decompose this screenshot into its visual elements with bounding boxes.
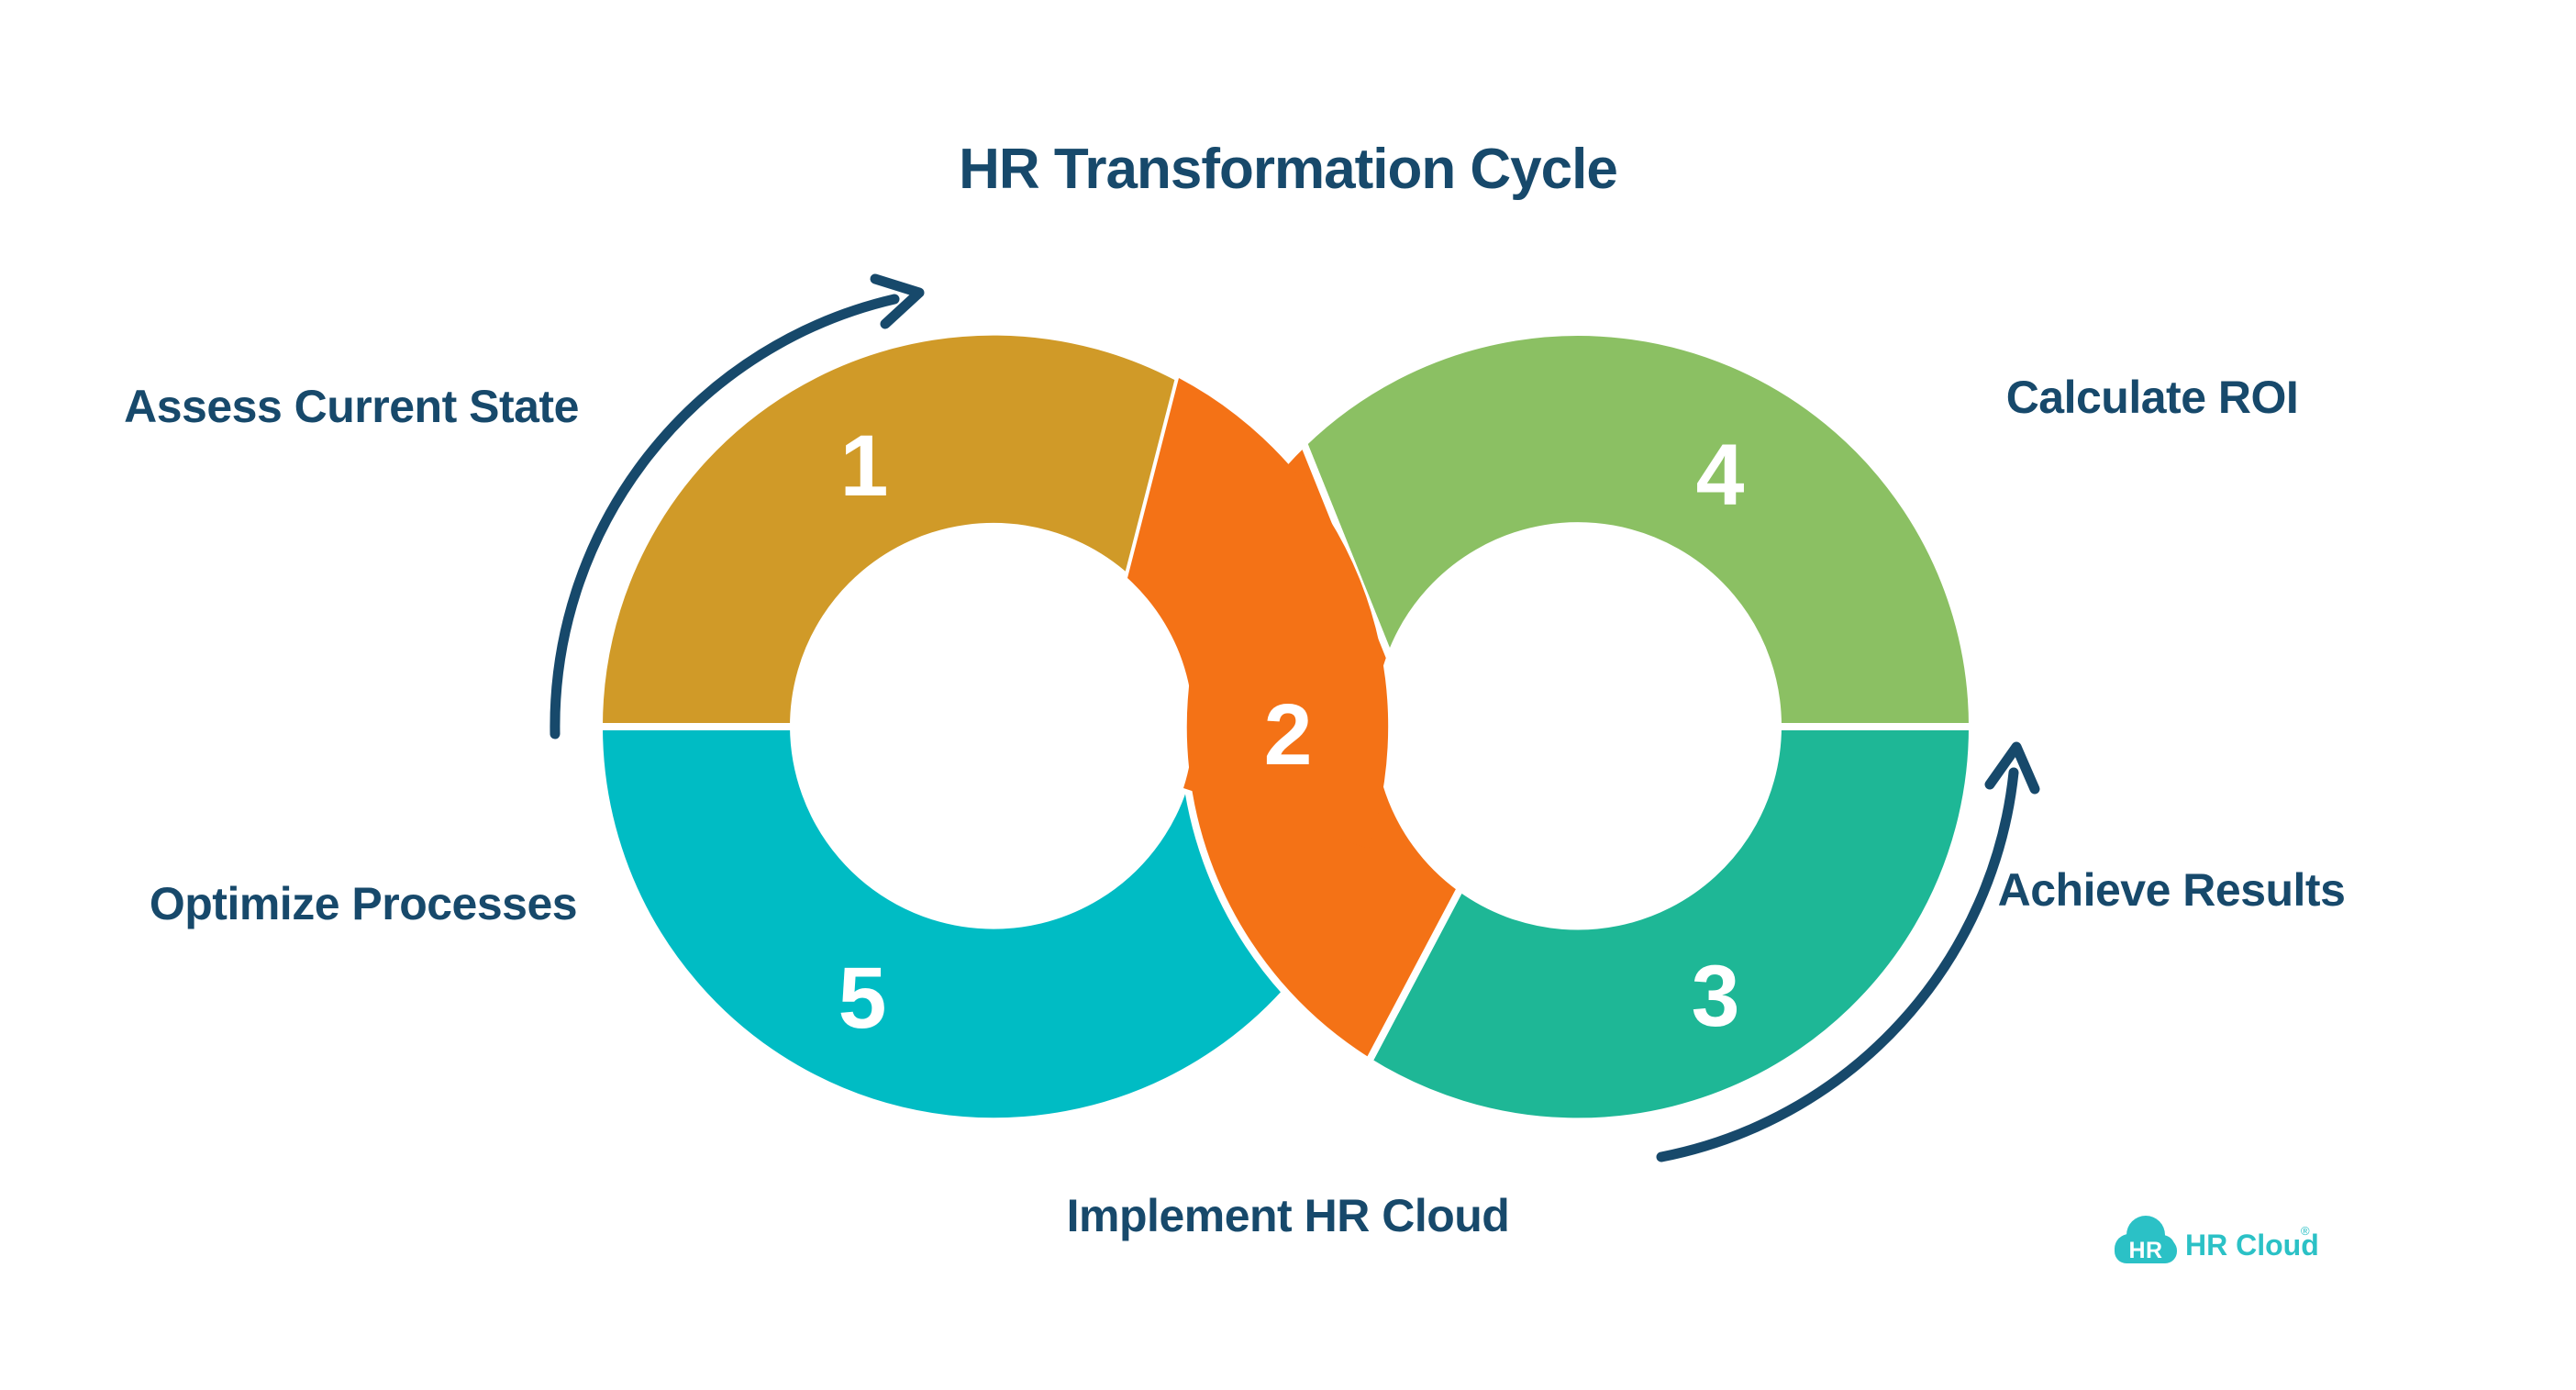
step-number-2: 2 [1264, 686, 1313, 784]
flow-arrow-top-left-arc [550, 294, 900, 739]
step-number-1: 1 [840, 417, 889, 515]
step-label-optimize-processes: Optimize Processes [150, 878, 577, 929]
hr-cloud-logo: HR HR Cloud ® [2115, 1216, 2319, 1263]
step-label-assess-current-state: Assess Current State [124, 381, 579, 432]
cloud-icon [2115, 1216, 2177, 1263]
trademark-symbol: ® [2301, 1224, 2310, 1238]
flow-arrow-top-left [550, 273, 925, 739]
segment-step-4-roi [1299, 328, 1977, 730]
flow-arrow-bottom-right [1656, 741, 2040, 1162]
logo-badge-text: HR [2128, 1238, 2162, 1263]
page-title: HR Transformation Cycle [959, 138, 1617, 201]
flow-arrow-bottom-right-head-icon [1984, 741, 2040, 795]
step-label-implement-hr-cloud: Implement HR Cloud [1067, 1190, 1510, 1241]
segment-step-1-assess [594, 328, 1183, 730]
step-number-4: 4 [1696, 427, 1745, 524]
step-label-achieve-results: Achieve Results [1998, 864, 2346, 916]
step-number-5: 5 [838, 950, 887, 1047]
segment-step-2-implement-left [1127, 378, 1389, 849]
flow-arrow-top-left-head-icon [870, 273, 925, 329]
step-number-3: 3 [1692, 948, 1740, 1045]
logo-wordmark: HR Cloud [2185, 1229, 2319, 1262]
flow-arrow-bottom-right-arc [1656, 767, 2019, 1162]
segment-step-3-achieve [1363, 723, 1977, 1126]
step-label-calculate-roi: Calculate ROI [2006, 372, 2299, 423]
